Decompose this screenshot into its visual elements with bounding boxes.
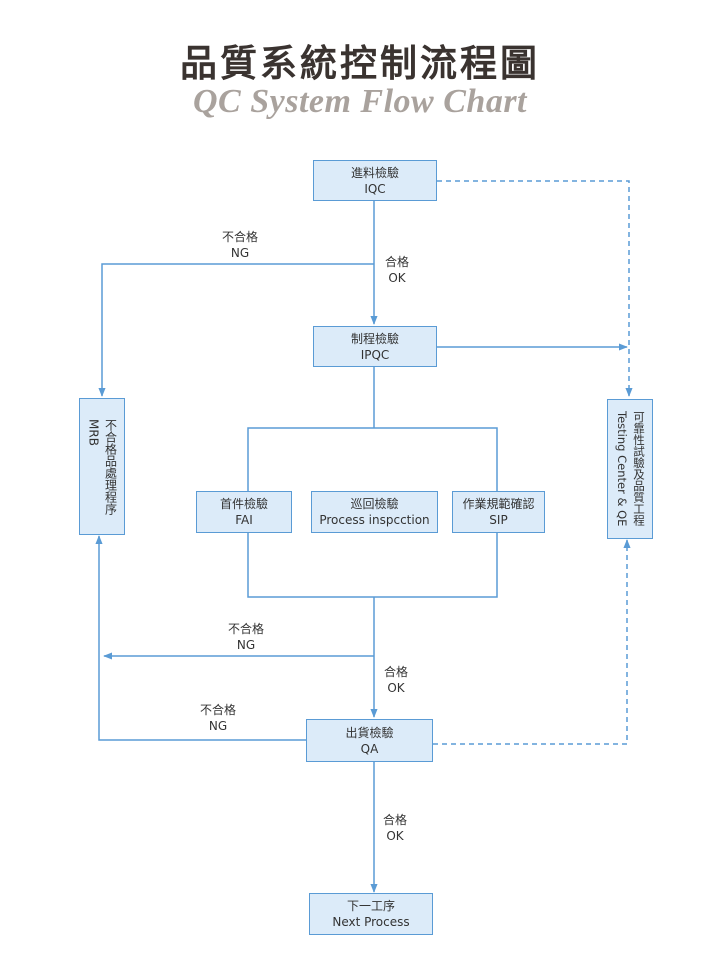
node-ipqc-zh: 制程檢驗 [350,331,399,346]
node-next-process-zh: 下一工序 [346,899,395,913]
node-ipqc: 制程檢驗 IPQC [313,326,437,367]
node-next-process: 下一工序 Next Process [309,893,433,935]
dashed-iqc-to-testing [437,180,633,397]
label-ng-qa-en: NG [208,719,228,733]
node-fai: 首件檢驗 FAI [196,491,292,533]
node-fai-zh: 首件檢驗 [219,497,268,511]
label-ok-qa: 合格 OK [377,812,413,844]
label-ng-qa-zh: 不合格 [199,703,236,717]
arrow-qa-ng-to-mrb [95,535,306,741]
node-mrb: 不合格品處理程序 MRB [79,398,125,535]
node-iqc: 進料檢驗 IQC [313,160,437,201]
label-ok-iqc: 合格 OK [379,254,415,286]
node-mrb-en: MRB [86,418,101,446]
node-qa: 出貨檢驗 QA [306,719,433,762]
node-ipqc-en: IPQC [360,347,390,362]
label-ng-process-zh: 不合格 [227,622,264,636]
node-sip-zh: 作業規範確認 [462,497,535,511]
node-process-inspection: 巡回檢驗 Process inspcction [311,491,438,533]
label-ng-process-en: NG [236,638,256,652]
node-testing: 可靠性試驗及品質工程 Testing Center & QE [607,399,653,539]
label-ok-process-zh: 合格 [383,665,408,679]
node-iqc-en: IQC [364,181,386,196]
node-qa-zh: 出貨檢驗 [345,725,394,740]
node-fai-en: FAI [235,513,253,527]
page-subtitle: QC System Flow Chart [192,83,527,120]
node-process-inspection-en: Process inspcction [319,513,430,527]
node-iqc-zh: 進料檢驗 [350,165,399,180]
node-mrb-zh: 不合格品處理程序 [103,418,118,515]
label-ng-iqc-en: NG [230,246,250,260]
label-ok-iqc-zh: 合格 [384,255,409,269]
label-ok-process: 合格 OK [378,664,414,696]
label-ok-qa-en: OK [386,829,404,843]
node-testing-zh: 可靠性試驗及品質工程 [632,411,646,527]
node-sip-en: SIP [489,513,508,527]
label-ok-qa-zh: 合格 [382,813,407,827]
node-next-process-en: Next Process [332,915,410,929]
arrow-iqc-ng-to-mrb [98,263,374,397]
label-ng-process: 不合格 NG [220,621,272,653]
page-title: 品質系統控制流程圖 [180,42,540,85]
node-qa-en: QA [360,741,379,756]
node-process-inspection-zh: 巡回檢驗 [350,497,399,511]
dashed-qa-to-testing [433,539,631,745]
node-testing-en: Testing Center & QE [615,411,629,527]
label-ng-iqc-zh: 不合格 [221,230,258,244]
label-ok-process-en: OK [387,681,405,695]
label-ng-qa: 不合格 NG [192,702,244,734]
label-ng-iqc: 不合格 NG [214,229,266,261]
label-ok-iqc-en: OK [388,271,406,285]
node-sip: 作業規範確認 SIP [452,491,545,533]
